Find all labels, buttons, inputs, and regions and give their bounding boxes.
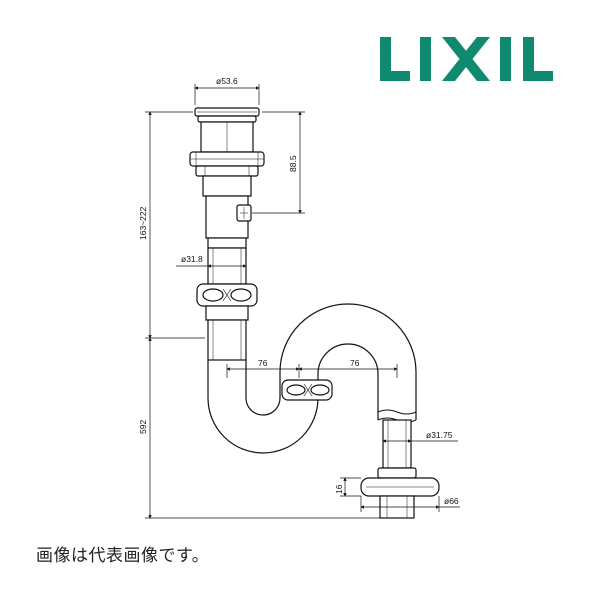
lixil-logo (380, 37, 553, 81)
dim-tailpiece-diameter: ø31.8 (181, 254, 203, 264)
dim-trap-height: 592 (138, 420, 148, 434)
dim-total-height-range: 163~222 (138, 206, 148, 240)
dimension-lines (145, 84, 460, 519)
s-trap (207, 303, 417, 454)
dim-flange-height: 16 (334, 484, 344, 494)
dimension-labels: ø53.6 88.5 163~222 ø31.8 76 76 592 ø31.7… (138, 76, 459, 506)
dim-flange-diameter: ø66 (444, 496, 459, 506)
slip-nut-trap (281, 379, 333, 401)
dim-upper-height: 88.5 (288, 155, 298, 172)
caption-text: 画像は代表画像です。 (36, 546, 210, 566)
pipe-assembly (189, 107, 265, 361)
dim-offset-right: 76 (350, 358, 360, 368)
dim-cap-diameter: ø53.6 (216, 76, 238, 86)
dim-outlet-diameter: ø31.75 (426, 430, 453, 440)
dim-offset-left: 76 (258, 358, 268, 368)
